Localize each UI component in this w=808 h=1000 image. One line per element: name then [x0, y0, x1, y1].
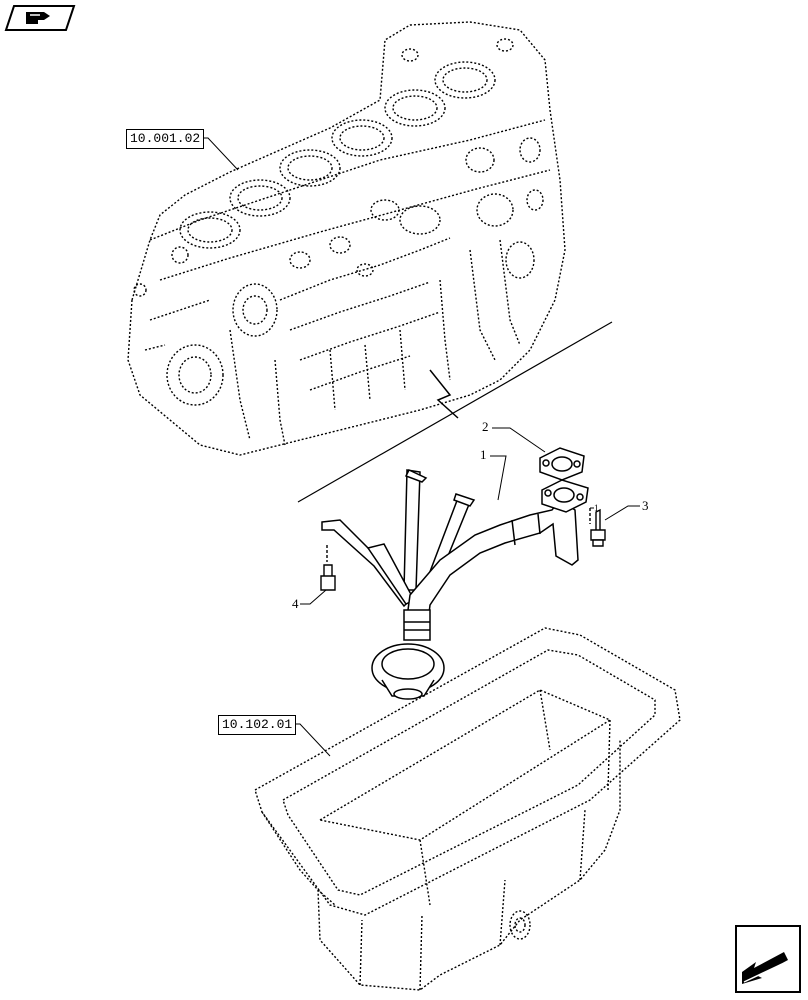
callout-item-1: 1: [480, 447, 487, 462]
engine-block-drawing: [127, 21, 566, 456]
leader-item-2: [492, 427, 546, 453]
oil-pickup-pipe-drawing: [321, 469, 589, 700]
gasket-drawing: [539, 447, 585, 481]
callout-item-1-small: 1: [594, 503, 599, 513]
section-divider-line: [297, 321, 613, 503]
bolt-4-drawing: [320, 545, 336, 591]
callout-item-4: 4: [292, 596, 299, 611]
bolt-3-drawing: [589, 508, 606, 547]
leader-item-1: [490, 455, 507, 501]
next-arrow-icon[interactable]: [734, 924, 802, 994]
oil-sump-reference-label[interactable]: 10.102.01: [218, 715, 297, 735]
leader-item-4: [300, 589, 327, 605]
book-page-back-icon[interactable]: [4, 4, 76, 32]
leader-item-3: [604, 505, 640, 521]
section-break-marker: [429, 369, 459, 419]
callout-item-2: 2: [482, 419, 489, 434]
engine-block-reference-label[interactable]: 10.001.02: [126, 129, 205, 149]
oil-sump-drawing: [254, 627, 681, 991]
callout-item-3: 3: [642, 498, 649, 513]
